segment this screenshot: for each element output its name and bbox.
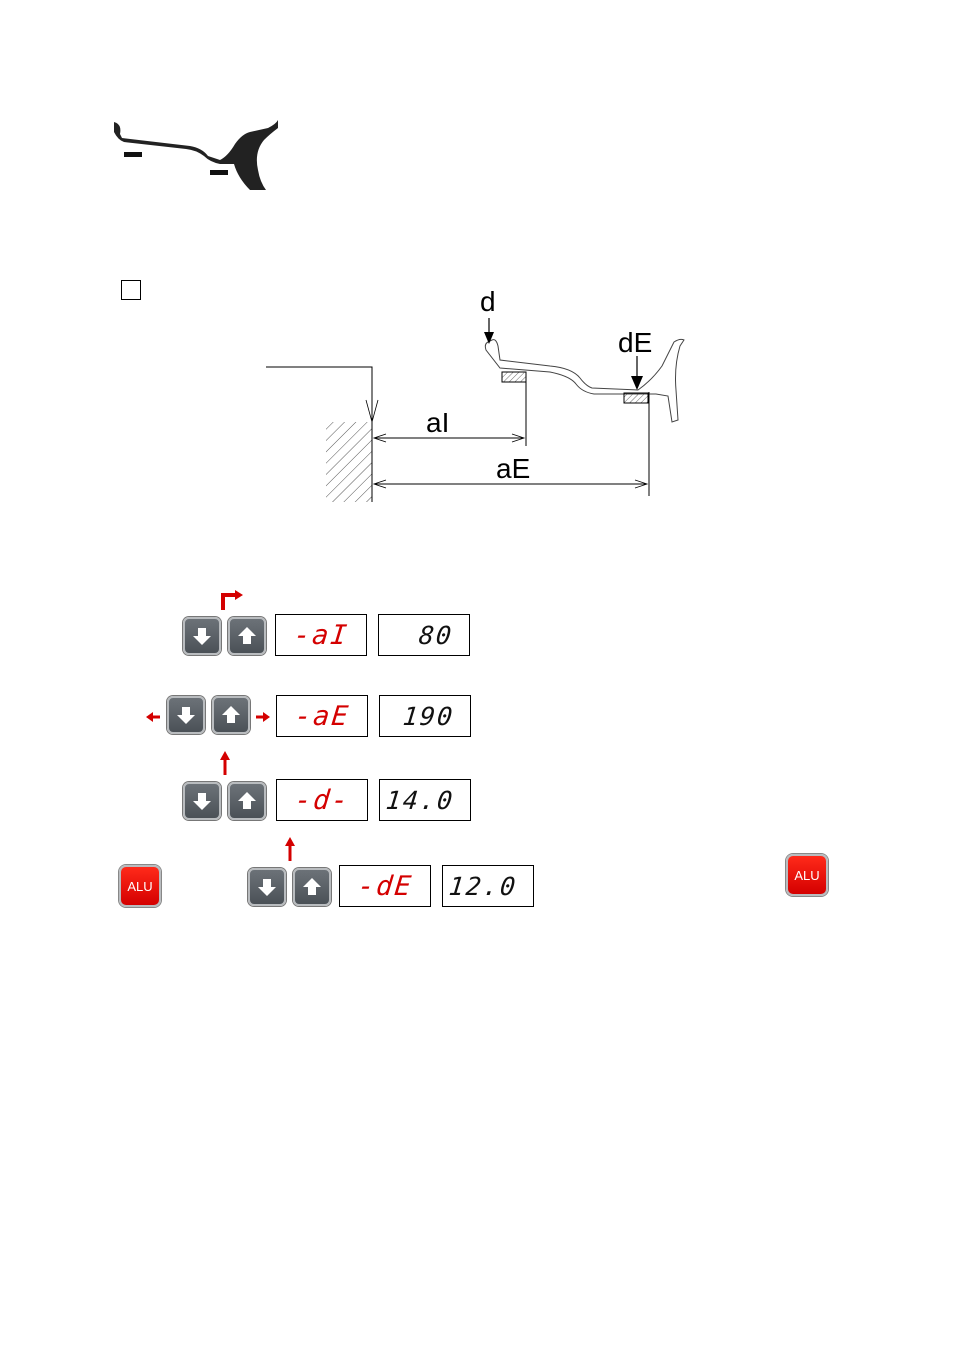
label-dE: dE	[618, 327, 652, 358]
inner-weight	[502, 372, 526, 382]
red-arrow-icon	[218, 588, 246, 612]
machine-body	[326, 422, 372, 502]
value-display: 12.0	[442, 865, 534, 907]
measuring-arm	[266, 367, 372, 420]
label-aE: aE	[496, 453, 530, 484]
down-button[interactable]	[183, 617, 221, 655]
down-button[interactable]	[167, 696, 205, 734]
up-arrow-icon	[301, 876, 323, 898]
label-d: d	[480, 286, 496, 317]
up-button[interactable]	[228, 617, 266, 655]
value-display: 190	[379, 695, 471, 737]
up-button[interactable]	[293, 868, 331, 906]
checkbox[interactable]	[121, 280, 141, 300]
down-arrow-icon	[175, 704, 197, 726]
rim-measurement-diagram: d dE aI aE	[260, 280, 700, 510]
up-arrow-icon	[236, 625, 258, 647]
down-arrow-icon	[191, 625, 213, 647]
code-display: -aI	[275, 614, 367, 656]
code-display: -aE	[276, 695, 368, 737]
red-arrow-icon	[145, 710, 161, 724]
up-button[interactable]	[228, 782, 266, 820]
down-arrow-icon	[256, 876, 278, 898]
label-aI: aI	[426, 407, 449, 438]
up-arrow-icon	[220, 704, 242, 726]
red-arrow-icon	[218, 750, 232, 776]
alu-button-left[interactable]: ALU	[119, 865, 161, 907]
down-button[interactable]	[183, 782, 221, 820]
up-arrow-icon	[236, 790, 258, 812]
red-arrow-icon	[283, 836, 297, 862]
value-display: 80	[378, 614, 470, 656]
rim-profile-icon	[110, 118, 285, 193]
outer-weight	[624, 393, 648, 403]
value-display: 14.0	[379, 779, 471, 821]
red-arrow-icon	[255, 710, 271, 724]
alu-button-right[interactable]: ALU	[786, 854, 828, 896]
up-button[interactable]	[212, 696, 250, 734]
down-button[interactable]	[248, 868, 286, 906]
code-display: -d-	[276, 779, 368, 821]
code-display: -dE	[339, 865, 431, 907]
down-arrow-icon	[191, 790, 213, 812]
